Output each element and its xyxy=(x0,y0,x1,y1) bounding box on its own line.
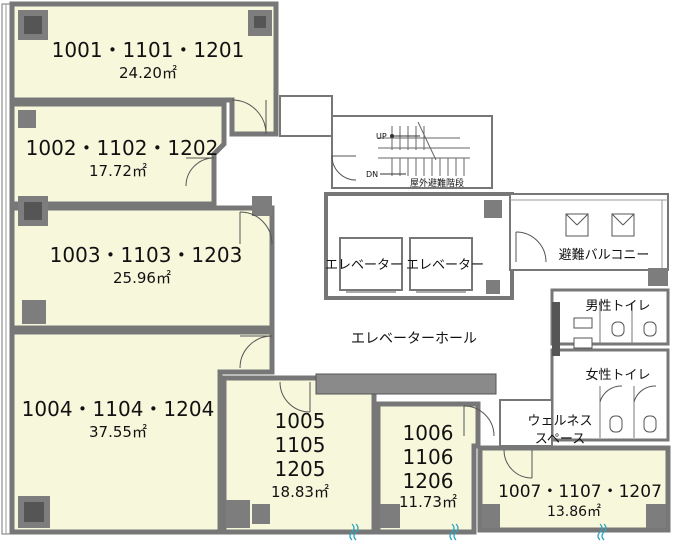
room-1001[interactable] xyxy=(9,1,279,137)
wellness-label-1: ウェルネス xyxy=(527,414,592,429)
womens-toilet-label: 女性トイレ xyxy=(585,367,650,383)
room-1005-area: 18.83㎡ xyxy=(271,483,329,501)
room-1007-area: 13.86㎡ xyxy=(547,504,601,520)
room-1003-name: 1003・1103・1203 xyxy=(50,243,243,267)
wellness-label-2: スペース xyxy=(535,432,585,447)
room-1005-line2: 1105 xyxy=(275,433,326,457)
toilet-block xyxy=(550,288,670,442)
elevator-block xyxy=(324,192,514,300)
room-1002-area: 17.72㎡ xyxy=(89,162,147,180)
room-1004[interactable] xyxy=(9,329,275,535)
room-1004-area: 37.55㎡ xyxy=(89,423,147,441)
room-1006-line1: 1006 xyxy=(403,421,454,445)
room-1001-name: 1001・1101・1201 xyxy=(52,38,245,62)
stair-up-label: UP xyxy=(376,132,387,141)
elevator-1-label: エレベーター xyxy=(325,258,403,273)
elevator-hall-label: エレベーターホール xyxy=(351,331,477,347)
stair-dn-label: DN xyxy=(366,170,378,179)
room-1007-name: 1007・1107・1207 xyxy=(498,482,662,502)
wellness-space xyxy=(499,399,553,447)
hall-wall-strip xyxy=(315,373,497,395)
bottom-door-marks xyxy=(349,523,607,541)
room-1003[interactable] xyxy=(9,196,275,331)
room-1003-area: 25.96㎡ xyxy=(113,269,171,287)
room-1006-area: 11.73㎡ xyxy=(399,493,457,511)
mens-toilet-label: 男性トイレ xyxy=(585,299,650,314)
room-1006[interactable] xyxy=(375,401,495,535)
stair-shaft xyxy=(279,95,493,189)
evac-balcony-label: 避難バルコニー xyxy=(559,248,650,263)
elevator-2-label: エレベーター xyxy=(406,258,484,273)
west-facade xyxy=(1,3,11,535)
stair-name-label: 屋外避難階段 xyxy=(410,177,464,189)
room-1001-area: 24.20㎡ xyxy=(119,64,177,82)
room-1004-name: 1004・1104・1204 xyxy=(22,397,215,421)
room-1006-line2: 1106 xyxy=(403,445,454,469)
room-1005-line1: 1005 xyxy=(275,409,326,433)
room-1005-line3: 1205 xyxy=(275,457,326,481)
evac-balcony xyxy=(509,193,669,286)
room-1002[interactable] xyxy=(9,101,227,207)
room-1007[interactable] xyxy=(477,445,671,533)
room-1002-name: 1002・1102・1202 xyxy=(26,136,219,160)
room-1006-line3: 1206 xyxy=(403,469,454,493)
